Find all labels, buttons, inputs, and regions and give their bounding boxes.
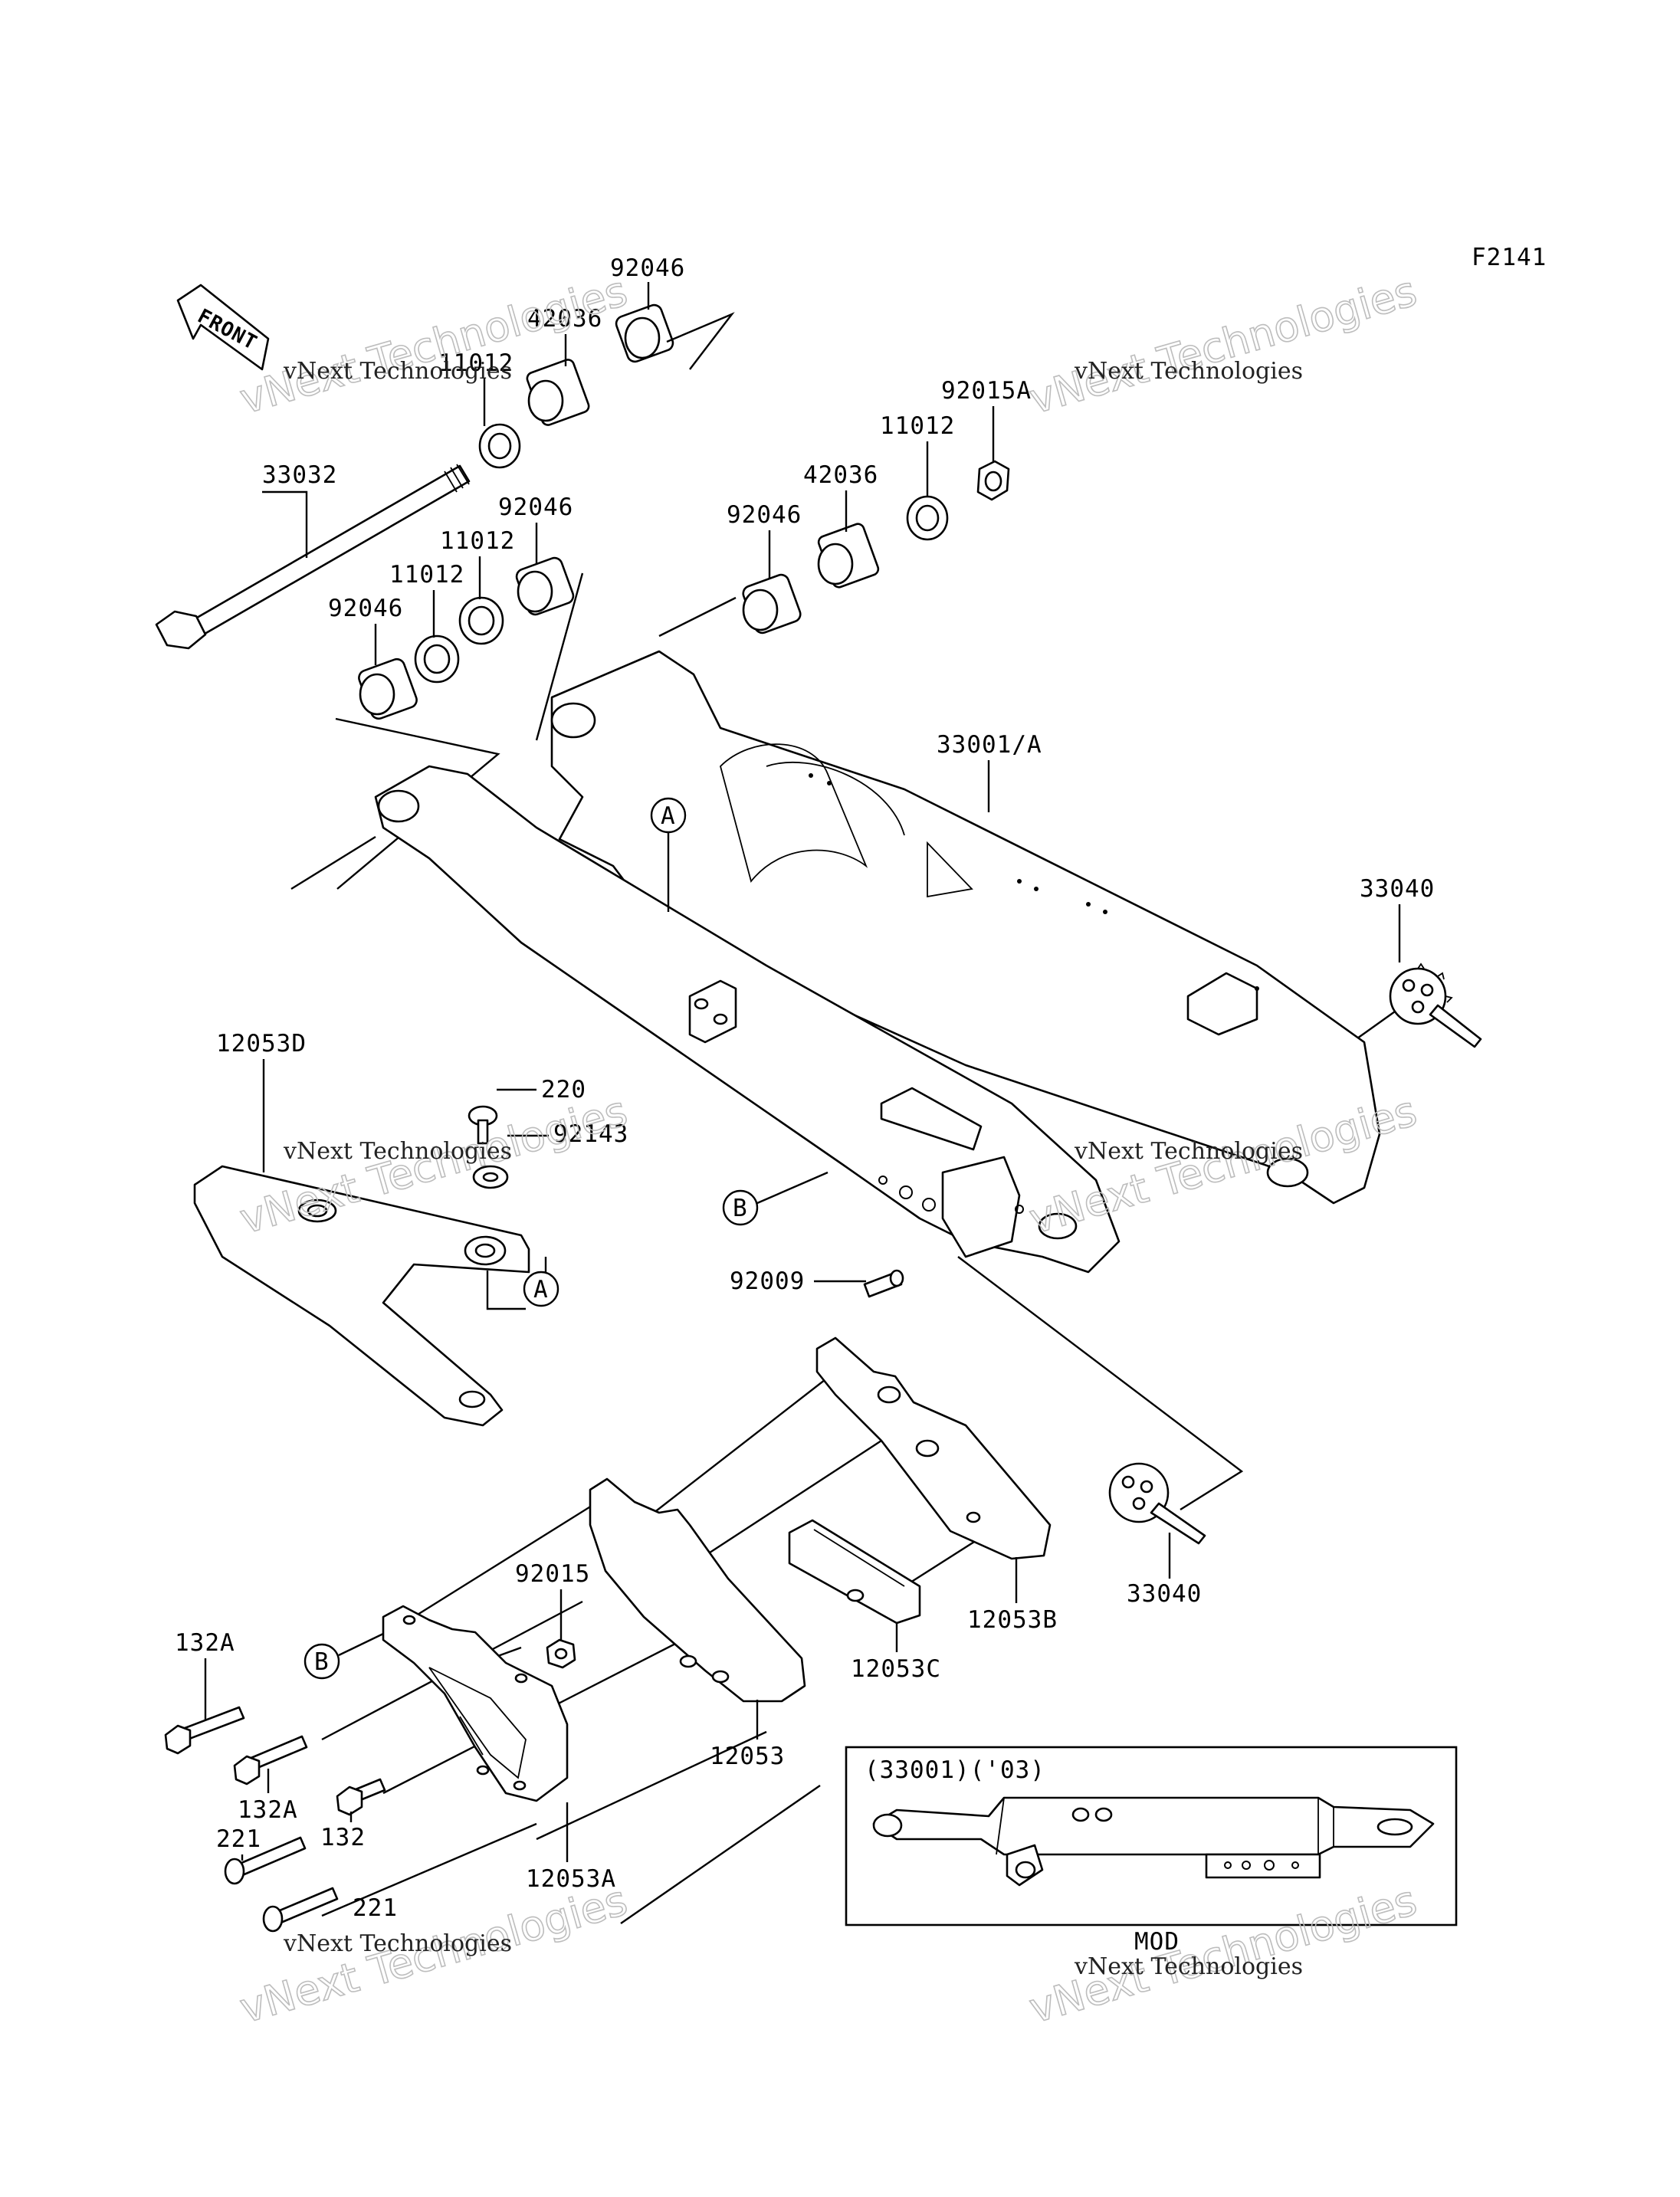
- label-42036-right: 42036: [803, 461, 878, 489]
- label-92046-low: 92046: [328, 595, 403, 622]
- watermark-text: vNext Technologies: [283, 358, 512, 385]
- chain-slider-12053D: [193, 1165, 530, 1427]
- watermark-text: vNext Technologies: [1074, 358, 1303, 385]
- bearings-right: [742, 460, 1010, 635]
- screw-220: [468, 1105, 498, 1145]
- marker-b-1: B: [722, 1171, 829, 1226]
- watermark-text: vNext Technologies: [283, 1138, 512, 1165]
- screw-221-1: [224, 1836, 307, 1885]
- label-12053D: 12053D: [216, 1030, 307, 1058]
- label-12053A: 12053A: [526, 1865, 616, 1893]
- figure-code: F2141: [1472, 244, 1547, 271]
- label-33040-low: 33040: [1127, 1580, 1202, 1608]
- label-12053: 12053: [710, 1743, 785, 1770]
- mod-label: MOD: [1134, 1928, 1180, 1956]
- label-12053B: 12053B: [967, 1606, 1058, 1634]
- label-92046-mid: 92046: [498, 494, 573, 521]
- label-33032: 33032: [262, 461, 337, 489]
- chain-guide-12053A: [382, 1605, 569, 1802]
- marker-a-1: A: [650, 797, 687, 912]
- callouts: 92046 42036 11012 33032 92046 11012 1101…: [175, 254, 1435, 1922]
- label-92015: 92015: [515, 1560, 590, 1588]
- dowel-92009: [863, 1269, 904, 1298]
- label-132: 132: [320, 1824, 366, 1851]
- label-92009: 92009: [730, 1267, 805, 1295]
- label-33040-top: 33040: [1360, 875, 1435, 903]
- marker-b-2: B: [304, 1632, 384, 1680]
- bolt-132A-2: [233, 1735, 308, 1785]
- label-92046-right: 92046: [727, 501, 802, 529]
- label-132A-2: 132A: [238, 1796, 298, 1824]
- watermark-outline: vNext Technologies: [1024, 267, 1422, 423]
- svg-text:B: B: [314, 1648, 330, 1676]
- svg-text:A: A: [661, 802, 676, 830]
- watermark-text: vNext Technologies: [283, 1930, 512, 1957]
- marker-a-2: A: [486, 1257, 559, 1310]
- label-12053C: 12053C: [851, 1655, 941, 1683]
- bolt-132A-1: [164, 1706, 245, 1755]
- front-arrow-icon: FRONT: [176, 284, 270, 371]
- label-92015A: 92015A: [941, 377, 1032, 405]
- label-11012-top: 11012: [438, 349, 514, 377]
- watermark-text: vNext Technologies: [1074, 1953, 1303, 1980]
- chain-guide-12053B: [815, 1336, 1052, 1560]
- label-220: 220: [541, 1076, 586, 1103]
- watermark-text: vNext Technologies: [1074, 1138, 1303, 1165]
- label-92143: 92143: [553, 1120, 628, 1148]
- chain-adjuster-top: [1389, 962, 1482, 1048]
- svg-text:A: A: [533, 1276, 549, 1303]
- label-11012-right: 11012: [880, 412, 955, 440]
- pivot-shaft: [155, 464, 471, 650]
- screw-221-2: [262, 1887, 339, 1933]
- label-221-1: 221: [216, 1825, 261, 1853]
- chain-guide-block-12053C: [788, 1519, 921, 1625]
- chain-guide-12053: [589, 1477, 806, 1703]
- label-221-2: 221: [353, 1894, 398, 1922]
- nut-92015: [546, 1638, 576, 1669]
- label-42036-top: 42036: [527, 305, 602, 333]
- label-92046-top: 92046: [610, 254, 685, 282]
- swingarm-33001: [374, 650, 1381, 1274]
- inset-title: (33001)('03): [865, 1756, 1045, 1784]
- inset-2003-swingarm: (33001)('03): [845, 1746, 1458, 1926]
- bolt-132: [336, 1778, 386, 1816]
- bearings-left: [358, 303, 674, 720]
- washer-92143: [472, 1165, 509, 1189]
- label-33001A: 33001/A: [937, 731, 1042, 759]
- label-132A-1: 132A: [175, 1629, 235, 1657]
- label-11012-mid2: 11012: [389, 561, 464, 589]
- label-11012-mid1: 11012: [440, 527, 515, 555]
- svg-text:B: B: [733, 1195, 748, 1222]
- chain-adjuster-bottom: [1108, 1462, 1206, 1545]
